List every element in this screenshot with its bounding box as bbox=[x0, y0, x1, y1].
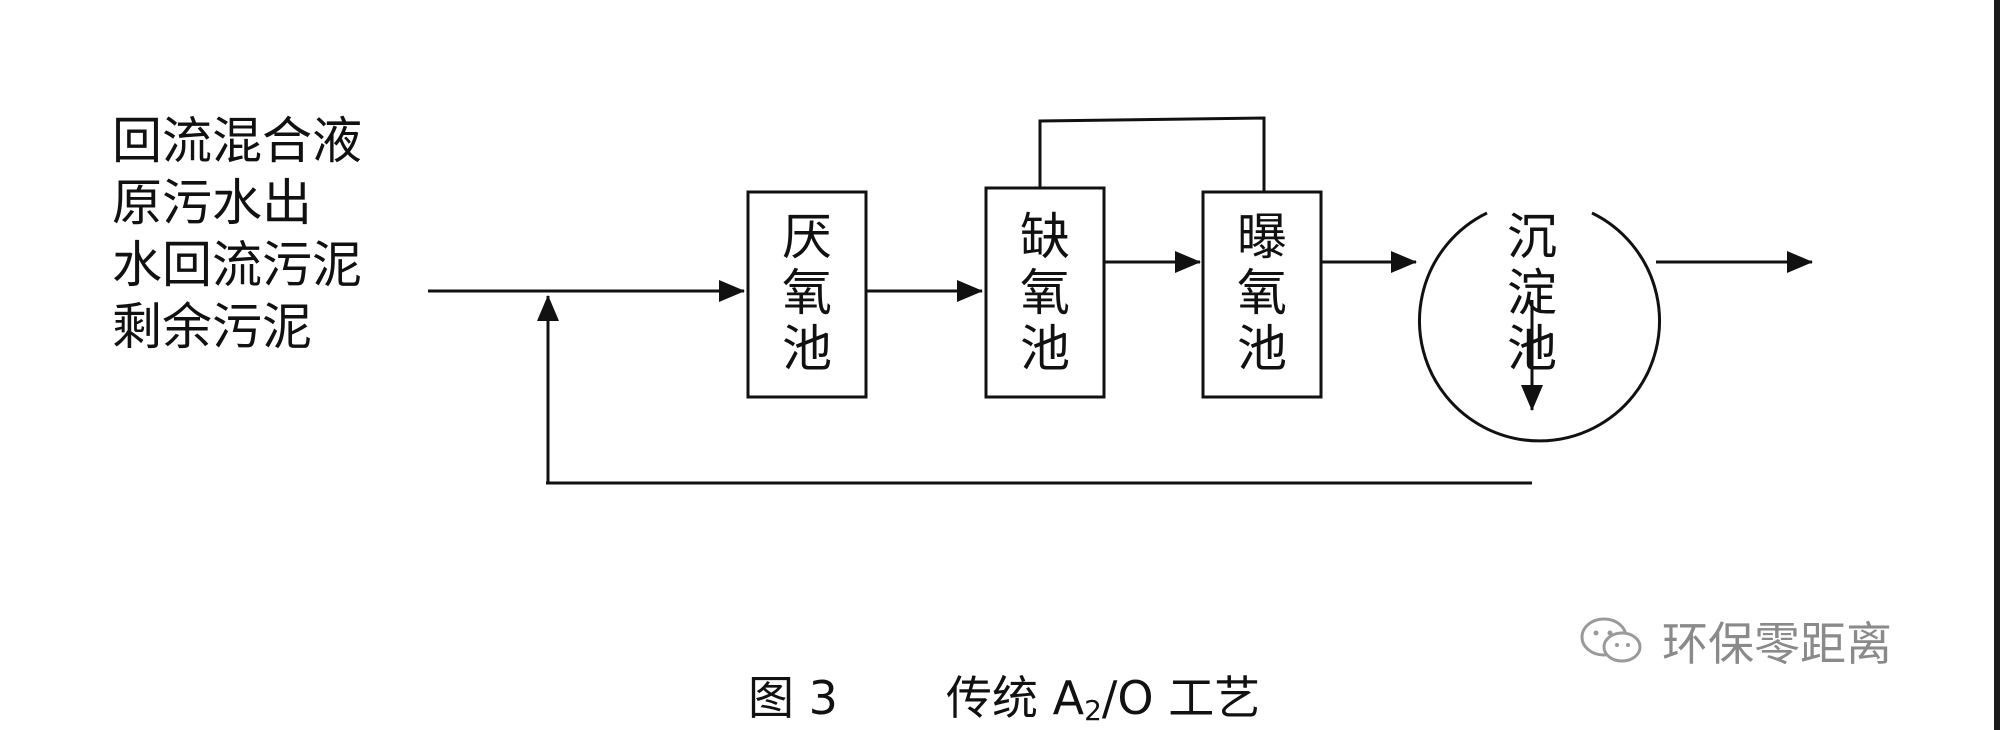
aeration-tank bbox=[1201, 190, 1323, 399]
figure-title-subscript: 2 bbox=[1084, 694, 1102, 727]
figure-number: 图 3 bbox=[748, 671, 838, 725]
frame-edge bbox=[1994, 0, 2000, 730]
figure-title-prefix: 传统 A bbox=[946, 671, 1085, 725]
legend-line-excess-sludge: 剩余污泥 bbox=[112, 298, 312, 356]
watermark: 环保零距离 bbox=[1578, 608, 1892, 674]
settling-tank-circle bbox=[1418, 211, 1661, 443]
legend-line-return-sludge: 水回流污泥 bbox=[112, 236, 362, 294]
legend-line-return-mixed-liquor: 回流混合液 bbox=[112, 112, 362, 170]
anaerobic-tank bbox=[746, 190, 868, 399]
aeration-tank-label: 曝 氧 池 bbox=[1237, 208, 1287, 378]
anoxic-tank bbox=[984, 186, 1106, 399]
legend-line-raw-sewage: 原污水出 bbox=[112, 174, 312, 232]
figure-title-suffix: /O 工艺 bbox=[1101, 671, 1261, 725]
legend: 回流混合液 原污水出 水回流污泥 剩余污泥 bbox=[112, 110, 362, 358]
wechat-icon bbox=[1580, 617, 1642, 663]
anaerobic-tank-label: 厌 氧 池 bbox=[782, 208, 832, 378]
anoxic-tank-label: 缺 氧 池 bbox=[1020, 208, 1070, 378]
watermark-text: 环保零距离 bbox=[1662, 617, 1892, 671]
settling-tank-label: 沉 淀 池 bbox=[1507, 208, 1557, 378]
figure-title: 传统 A2/O 工艺 bbox=[946, 662, 1260, 728]
internal-recycle-line bbox=[1038, 116, 1266, 192]
